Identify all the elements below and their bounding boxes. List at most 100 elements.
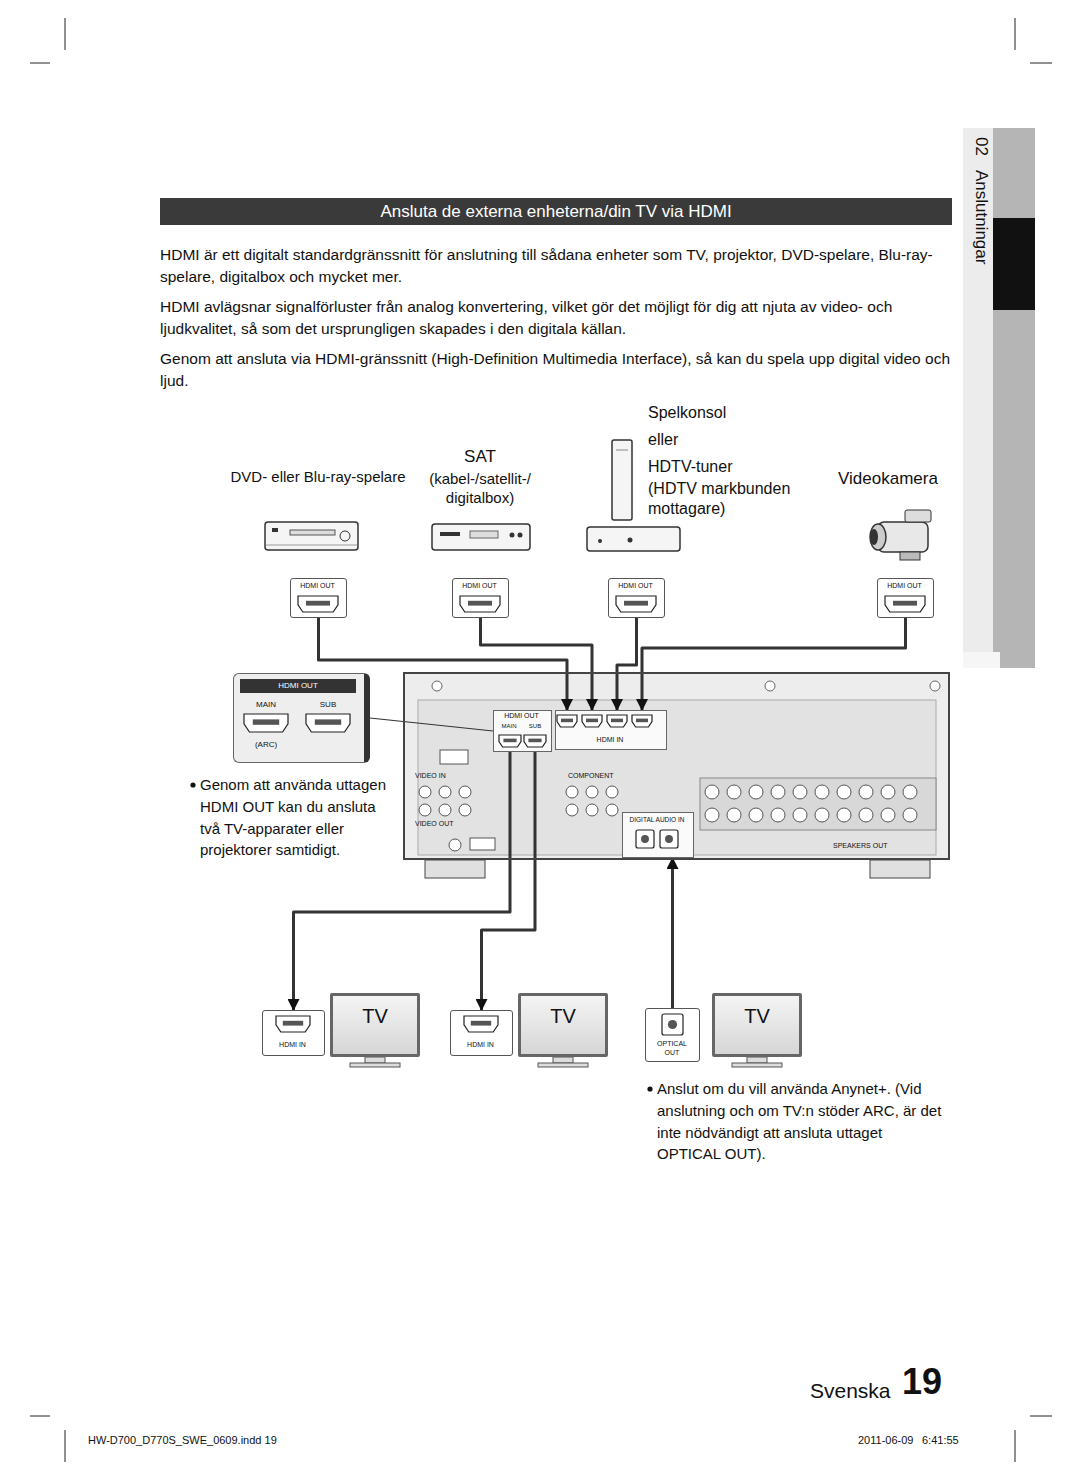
hdmi-in-jacks: HDMI IN	[555, 710, 667, 750]
tv-stands	[350, 1063, 400, 1067]
receiver-panel	[765, 681, 775, 691]
receiver-panel	[432, 681, 442, 691]
speaker-terminals	[859, 808, 873, 822]
port-label: OPTICAL OUT	[653, 1040, 691, 1058]
cable-connector	[671, 858, 674, 1008]
camcorder-icon	[905, 510, 931, 522]
jack-label: SUB	[522, 723, 548, 731]
hdmi-jack-pins	[636, 719, 648, 723]
speaker-terminals	[859, 785, 873, 799]
note-text: Anslut om du vill använda Anynet+. (Vid …	[657, 1078, 942, 1165]
device-label: eller	[648, 430, 813, 450]
hdmi-out-port: HDMI OUT	[608, 578, 665, 618]
dvd-player-icon	[266, 545, 357, 546]
panel-label: VIDEO IN	[415, 772, 446, 781]
optical-jack-core	[668, 1020, 677, 1029]
set-top-box-icon	[432, 524, 530, 550]
video-jacks	[419, 786, 618, 816]
speaker-terminals	[705, 785, 719, 799]
tv-stands	[350, 1057, 782, 1067]
receiver-panel	[404, 673, 949, 878]
speaker-terminals	[837, 808, 851, 822]
hdmi-out-callout: HDMI OUTMAINSUB(ARC)	[233, 673, 370, 763]
device-label: SAT	[412, 446, 548, 467]
device-label: HDTV-tuner	[648, 457, 813, 477]
hdmi-jack	[464, 1016, 498, 1032]
crop-marks	[65, 18, 66, 50]
device-label: (HDTV markbunden mottagare)	[648, 479, 813, 519]
hdmi-jack	[582, 715, 602, 727]
hdmi-jack	[632, 715, 652, 727]
speaker-terminals	[903, 785, 917, 799]
section-tab-bar	[993, 218, 1035, 310]
tv-stands	[732, 1063, 782, 1067]
device-label: Spelkonsol	[648, 403, 813, 423]
optical-jack	[660, 830, 678, 848]
crop-marks	[1030, 1416, 1052, 1417]
receiver-back-panel: VIDEO INCOMPONENTVIDEO OUTSPEAKERS OUTHD…	[403, 672, 950, 860]
section-title: Anslutningar	[972, 170, 991, 265]
hdmi-out-jacks: HDMI OUTMAINSUB	[493, 710, 552, 752]
cable-connector	[481, 618, 593, 710]
video-jacks	[586, 804, 598, 816]
set-top-box-icon	[440, 532, 460, 536]
hdmi-jack	[557, 715, 577, 727]
crop-marks	[1030, 63, 1052, 64]
speaker-terminals	[705, 808, 719, 822]
section-tab-bar	[963, 128, 1035, 668]
section-tab-bar	[963, 128, 993, 668]
tv-stands	[365, 1057, 385, 1063]
video-jacks	[459, 786, 471, 798]
speaker-terminals	[881, 785, 895, 799]
hdmi-out-port: HDMI OUT	[877, 578, 934, 618]
hdmi-jack-pins	[315, 719, 341, 724]
hdmi-jack-pins	[528, 739, 541, 743]
tv-label: TV	[333, 1004, 417, 1029]
optical-out-port: OPTICAL OUT	[645, 1008, 700, 1062]
video-jacks	[566, 786, 578, 798]
dvd-player-icon	[290, 530, 335, 535]
hdmi-jack-pins	[468, 601, 492, 606]
receiver-panel	[440, 750, 468, 764]
hdmi-in-port: HDMI IN	[450, 1010, 513, 1056]
body-paragraph: HDMI är ett digitalt standardgränssnitt …	[160, 244, 952, 289]
section-number: 02	[972, 137, 991, 156]
hdmi-jack	[885, 596, 925, 612]
video-jacks	[419, 786, 431, 798]
digital-audio-in-jacks: DIGITAL AUDIO IN	[622, 812, 694, 858]
print-slug: HW-D700_D770S_SWE_0609.indd 19	[88, 1434, 277, 1447]
optical-jack-core	[641, 835, 649, 843]
cable-connector	[617, 618, 637, 710]
hdmi-jack	[607, 715, 627, 727]
receiver-panel	[870, 860, 930, 878]
hdmi-out-port: HDMI OUT	[290, 578, 347, 618]
hdmi-jack-pins	[561, 719, 573, 723]
game-console-icon	[587, 527, 680, 551]
port-label: HDMI OUT	[878, 582, 931, 591]
receiver-panel	[449, 839, 461, 851]
receiver-panel	[470, 838, 495, 850]
print-slug: 2011-06-09	[858, 1434, 913, 1447]
hdmi-jack-pins	[893, 601, 917, 606]
section-tab: 02Anslutningar	[971, 137, 992, 264]
video-jacks	[439, 804, 451, 816]
body-paragraph: Genom att ansluta via HDMI-gränssnitt (H…	[160, 348, 952, 393]
note-text: Genom att använda uttagen HDMI OUT kan d…	[200, 774, 398, 861]
game-console-icon	[628, 538, 633, 543]
hdmi-jack	[524, 735, 546, 747]
title-text: Ansluta de externa enheterna/din TV via …	[160, 198, 952, 225]
port-label: HDMI OUT	[291, 582, 344, 591]
body-paragraph: HDMI avlägsnar signalförluster från anal…	[160, 296, 952, 341]
device-label-group: Videokamera	[838, 468, 953, 492]
video-jacks	[566, 804, 578, 816]
tv-stands	[538, 1063, 588, 1067]
hdmi-jack	[306, 714, 350, 732]
speaker-terminals	[881, 808, 895, 822]
speaker-terminals	[727, 808, 741, 822]
jack-label: HDMI OUT	[494, 712, 549, 721]
crop-marks	[65, 1430, 66, 1462]
camcorder-icon	[870, 510, 931, 560]
hdmi-out-port: HDMI OUT	[452, 578, 509, 618]
speaker-terminals	[771, 785, 785, 799]
